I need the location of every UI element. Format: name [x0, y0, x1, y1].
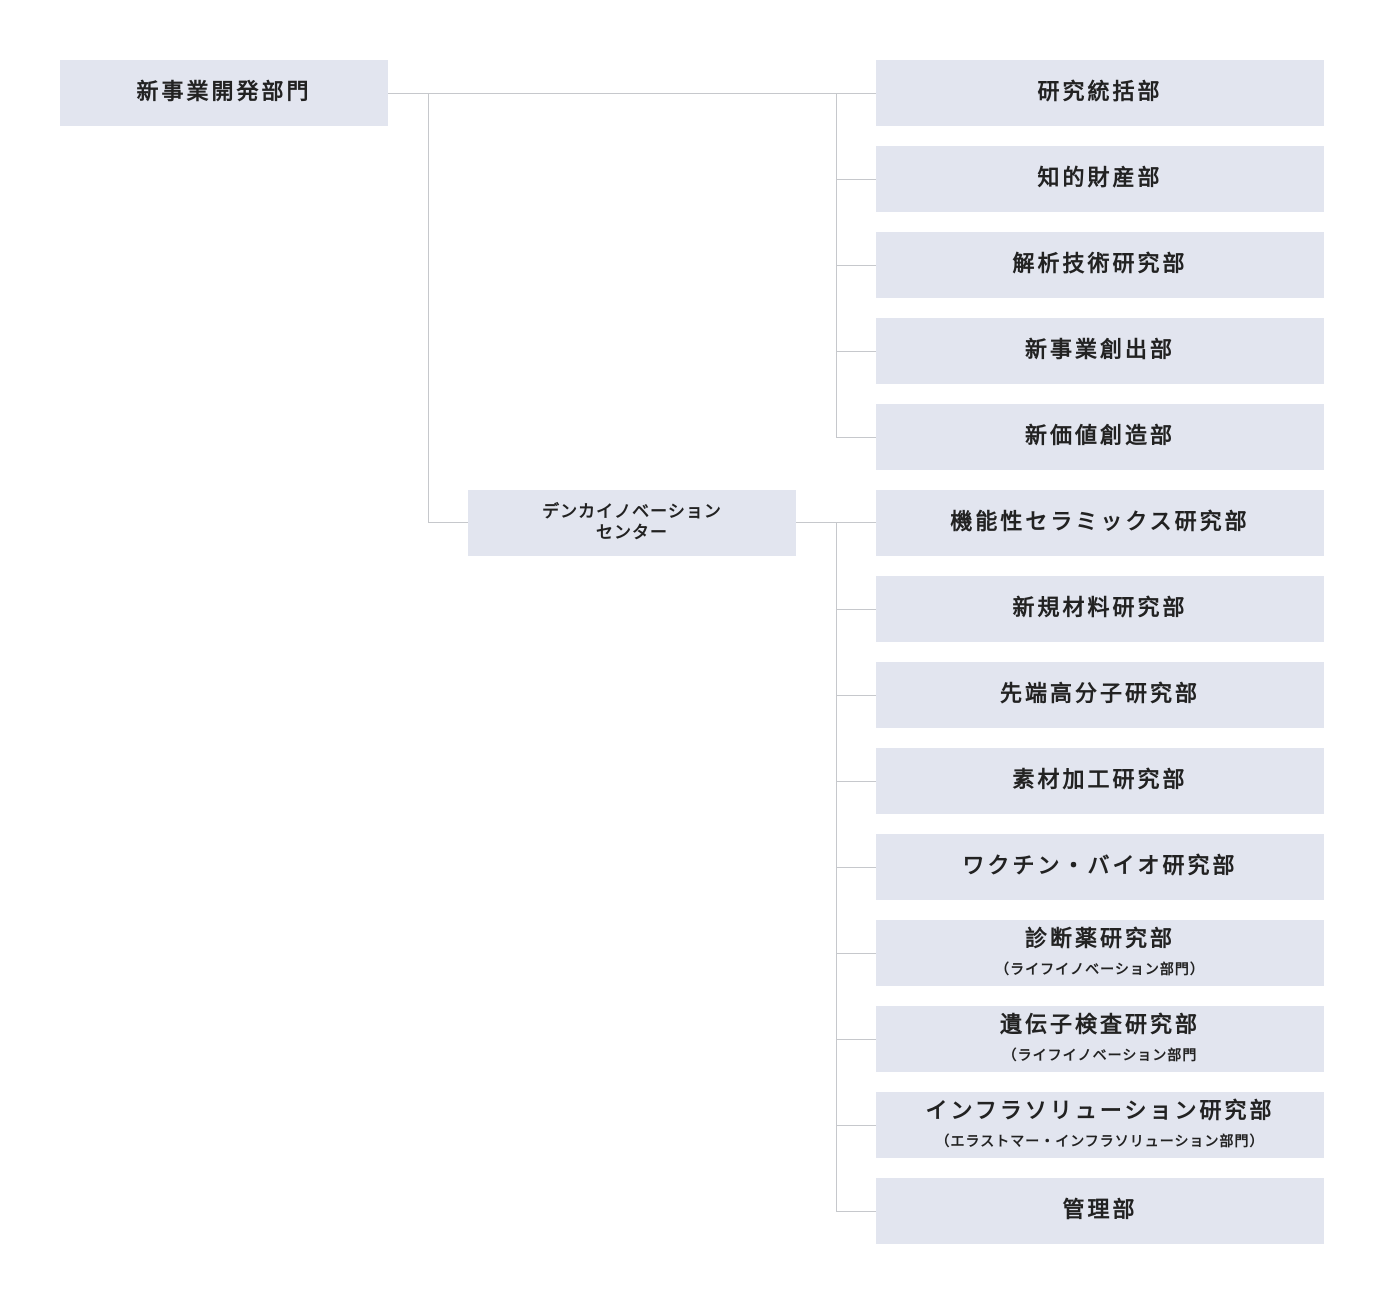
- department-label: 研究統括部: [1037, 79, 1163, 105]
- department-label: 新規材料研究部: [1012, 595, 1188, 621]
- department-sublabel: （ライフイノベーション部門）: [995, 962, 1205, 979]
- innovation-center-label-line2: センター: [596, 523, 668, 543]
- department-sublabel: （ライフイノベーション部門: [1002, 1048, 1198, 1065]
- department-box: 管理部: [876, 1178, 1324, 1244]
- department-label: 新事業創出部: [1024, 337, 1175, 363]
- department-box: 知的財産部: [876, 146, 1324, 212]
- department-box: 新事業創出部: [876, 318, 1324, 384]
- department-box: 先端高分子研究部: [876, 662, 1324, 728]
- department-label: 知的財産部: [1037, 165, 1163, 191]
- department-label: ワクチン・バイオ研究部: [962, 853, 1238, 879]
- root-division-label: 新事業開発部門: [136, 79, 312, 105]
- branch-connector: [836, 265, 876, 266]
- connector-lower-trunk: [836, 522, 837, 1211]
- branch-connector: [836, 953, 876, 954]
- department-label: 素材加工研究部: [1012, 767, 1188, 793]
- department-box: ワクチン・バイオ研究部: [876, 834, 1324, 900]
- branch-connector: [836, 695, 876, 696]
- department-box: 新規材料研究部: [876, 576, 1324, 642]
- root-division-box: 新事業開発部門: [60, 60, 388, 126]
- branch-connector: [836, 781, 876, 782]
- department-box: 新価値創造部: [876, 404, 1324, 470]
- department-label: 先端高分子研究部: [999, 681, 1200, 707]
- department-box: 研究統括部: [876, 60, 1324, 126]
- branch-connector: [836, 867, 876, 868]
- branch-connector: [836, 1039, 876, 1040]
- department-box: 機能性セラミックス研究部: [876, 490, 1324, 556]
- department-label: 機能性セラミックス研究部: [950, 509, 1250, 535]
- innovation-center-label-line1: デンカイノベーション: [542, 501, 722, 522]
- department-box: インフラソリューション研究部 （エラストマー・インフラソリューション部門）: [876, 1092, 1324, 1158]
- department-box: 遺伝子検査研究部 （ライフイノベーション部門: [876, 1006, 1324, 1072]
- connector-root-horizontal: [388, 93, 876, 94]
- innovation-center-box: デンカイノベーション センター: [468, 490, 796, 556]
- department-box: 診断薬研究部 （ライフイノベーション部門）: [876, 920, 1324, 986]
- branch-connector: [836, 609, 876, 610]
- department-sublabel: （エラストマー・インフラソリューション部門）: [935, 1134, 1265, 1151]
- branch-connector: [836, 1125, 876, 1126]
- connector-root-to-center: [428, 522, 468, 523]
- department-label: インフラソリューション研究部: [925, 1098, 1275, 1124]
- department-label: 新価値創造部: [1024, 423, 1175, 449]
- department-label: 解析技術研究部: [1012, 251, 1188, 277]
- connector-root-vertical: [428, 93, 429, 523]
- department-label: 診断薬研究部: [1024, 926, 1175, 952]
- branch-connector: [836, 1211, 876, 1212]
- department-box: 解析技術研究部: [876, 232, 1324, 298]
- department-label: 管理部: [1062, 1197, 1138, 1223]
- department-label: 遺伝子検査研究部: [999, 1012, 1200, 1038]
- department-box: 素材加工研究部: [876, 748, 1324, 814]
- branch-connector: [836, 179, 876, 180]
- branch-connector: [836, 351, 876, 352]
- branch-connector: [836, 437, 876, 438]
